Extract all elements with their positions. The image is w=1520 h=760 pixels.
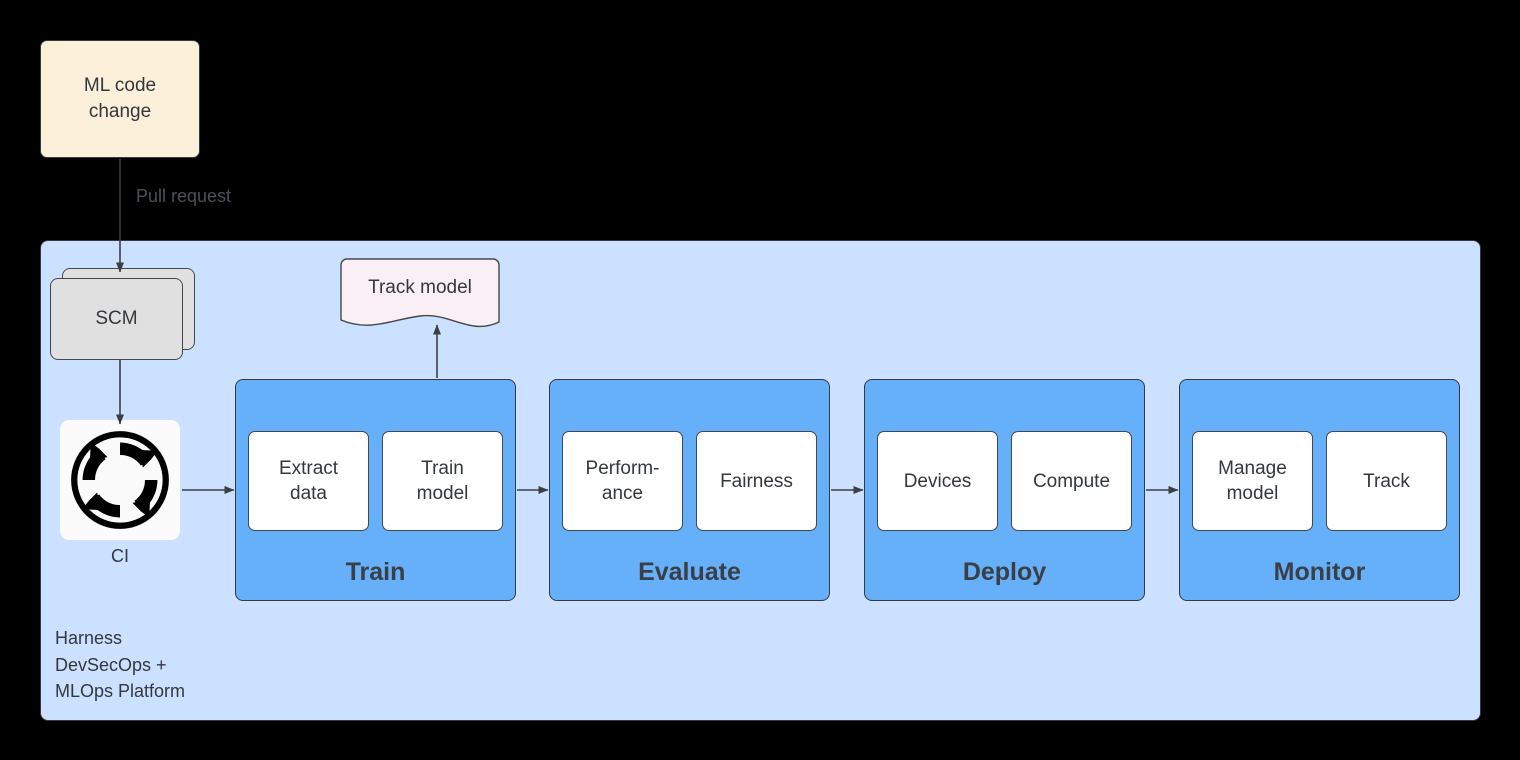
ci-label: CI: [111, 546, 129, 566]
pull-request-edge-label: Pull request: [136, 186, 232, 206]
sub-box-fairness-label: Fairness: [720, 470, 793, 492]
ci-node[interactable]: [60, 420, 180, 540]
sub-box-extract-data-label: Extract data: [278, 458, 339, 504]
note-shape-icon: [340, 258, 500, 328]
stage-evaluate-title: Evaluate: [638, 558, 741, 586]
scm-card-front: SCM: [50, 278, 183, 360]
stage-deploy-subs: Devices Compute: [877, 431, 1132, 531]
sub-box-devices[interactable]: Devices: [877, 431, 998, 531]
sub-box-track[interactable]: Track: [1326, 431, 1447, 531]
stage-deploy[interactable]: Devices Compute Deploy: [864, 379, 1145, 601]
continuous-integration-cycle-icon: [71, 431, 169, 529]
stage-train[interactable]: Extract data Train model Train: [235, 379, 516, 601]
sub-box-performance-label: Perform- ance: [585, 458, 660, 504]
sub-box-manage-model[interactable]: Manage model: [1192, 431, 1313, 531]
sub-box-extract-data[interactable]: Extract data: [248, 431, 369, 531]
stage-train-subs: Extract data Train model: [248, 431, 503, 531]
stage-evaluate-subs: Perform- ance Fairness: [562, 431, 817, 531]
stage-deploy-title: Deploy: [962, 558, 1047, 586]
scm-node[interactable]: SCM: [50, 268, 195, 360]
stage-monitor[interactable]: Manage model Track Monitor: [1179, 379, 1460, 601]
sub-box-track-label: Track: [1363, 470, 1410, 492]
stage-monitor-title: Monitor: [1273, 558, 1366, 586]
sub-box-compute[interactable]: Compute: [1011, 431, 1132, 531]
sub-box-manage-model-label: Manage model: [1218, 458, 1287, 504]
track-model-note[interactable]: Track model: [340, 258, 500, 330]
track-model-label: Track model: [368, 277, 472, 298]
sub-box-train-model[interactable]: Train model: [382, 431, 503, 531]
ml-code-change-label: ML code change: [83, 75, 157, 122]
ml-code-change-node[interactable]: ML code change: [40, 40, 200, 158]
sub-box-fairness[interactable]: Fairness: [696, 431, 817, 531]
stage-evaluate[interactable]: Perform- ance Fairness Evaluate: [549, 379, 830, 601]
stage-train-title: Train: [345, 558, 406, 586]
sub-box-train-model-label: Train model: [416, 458, 469, 504]
sub-box-compute-label: Compute: [1032, 470, 1111, 492]
sub-box-devices-label: Devices: [903, 470, 972, 492]
scm-label: SCM: [95, 308, 138, 329]
stage-monitor-subs: Manage model Track: [1192, 431, 1447, 531]
sub-box-performance[interactable]: Perform- ance: [562, 431, 683, 531]
platform-caption: Harness DevSecOps + MLOps Platform: [55, 628, 186, 701]
